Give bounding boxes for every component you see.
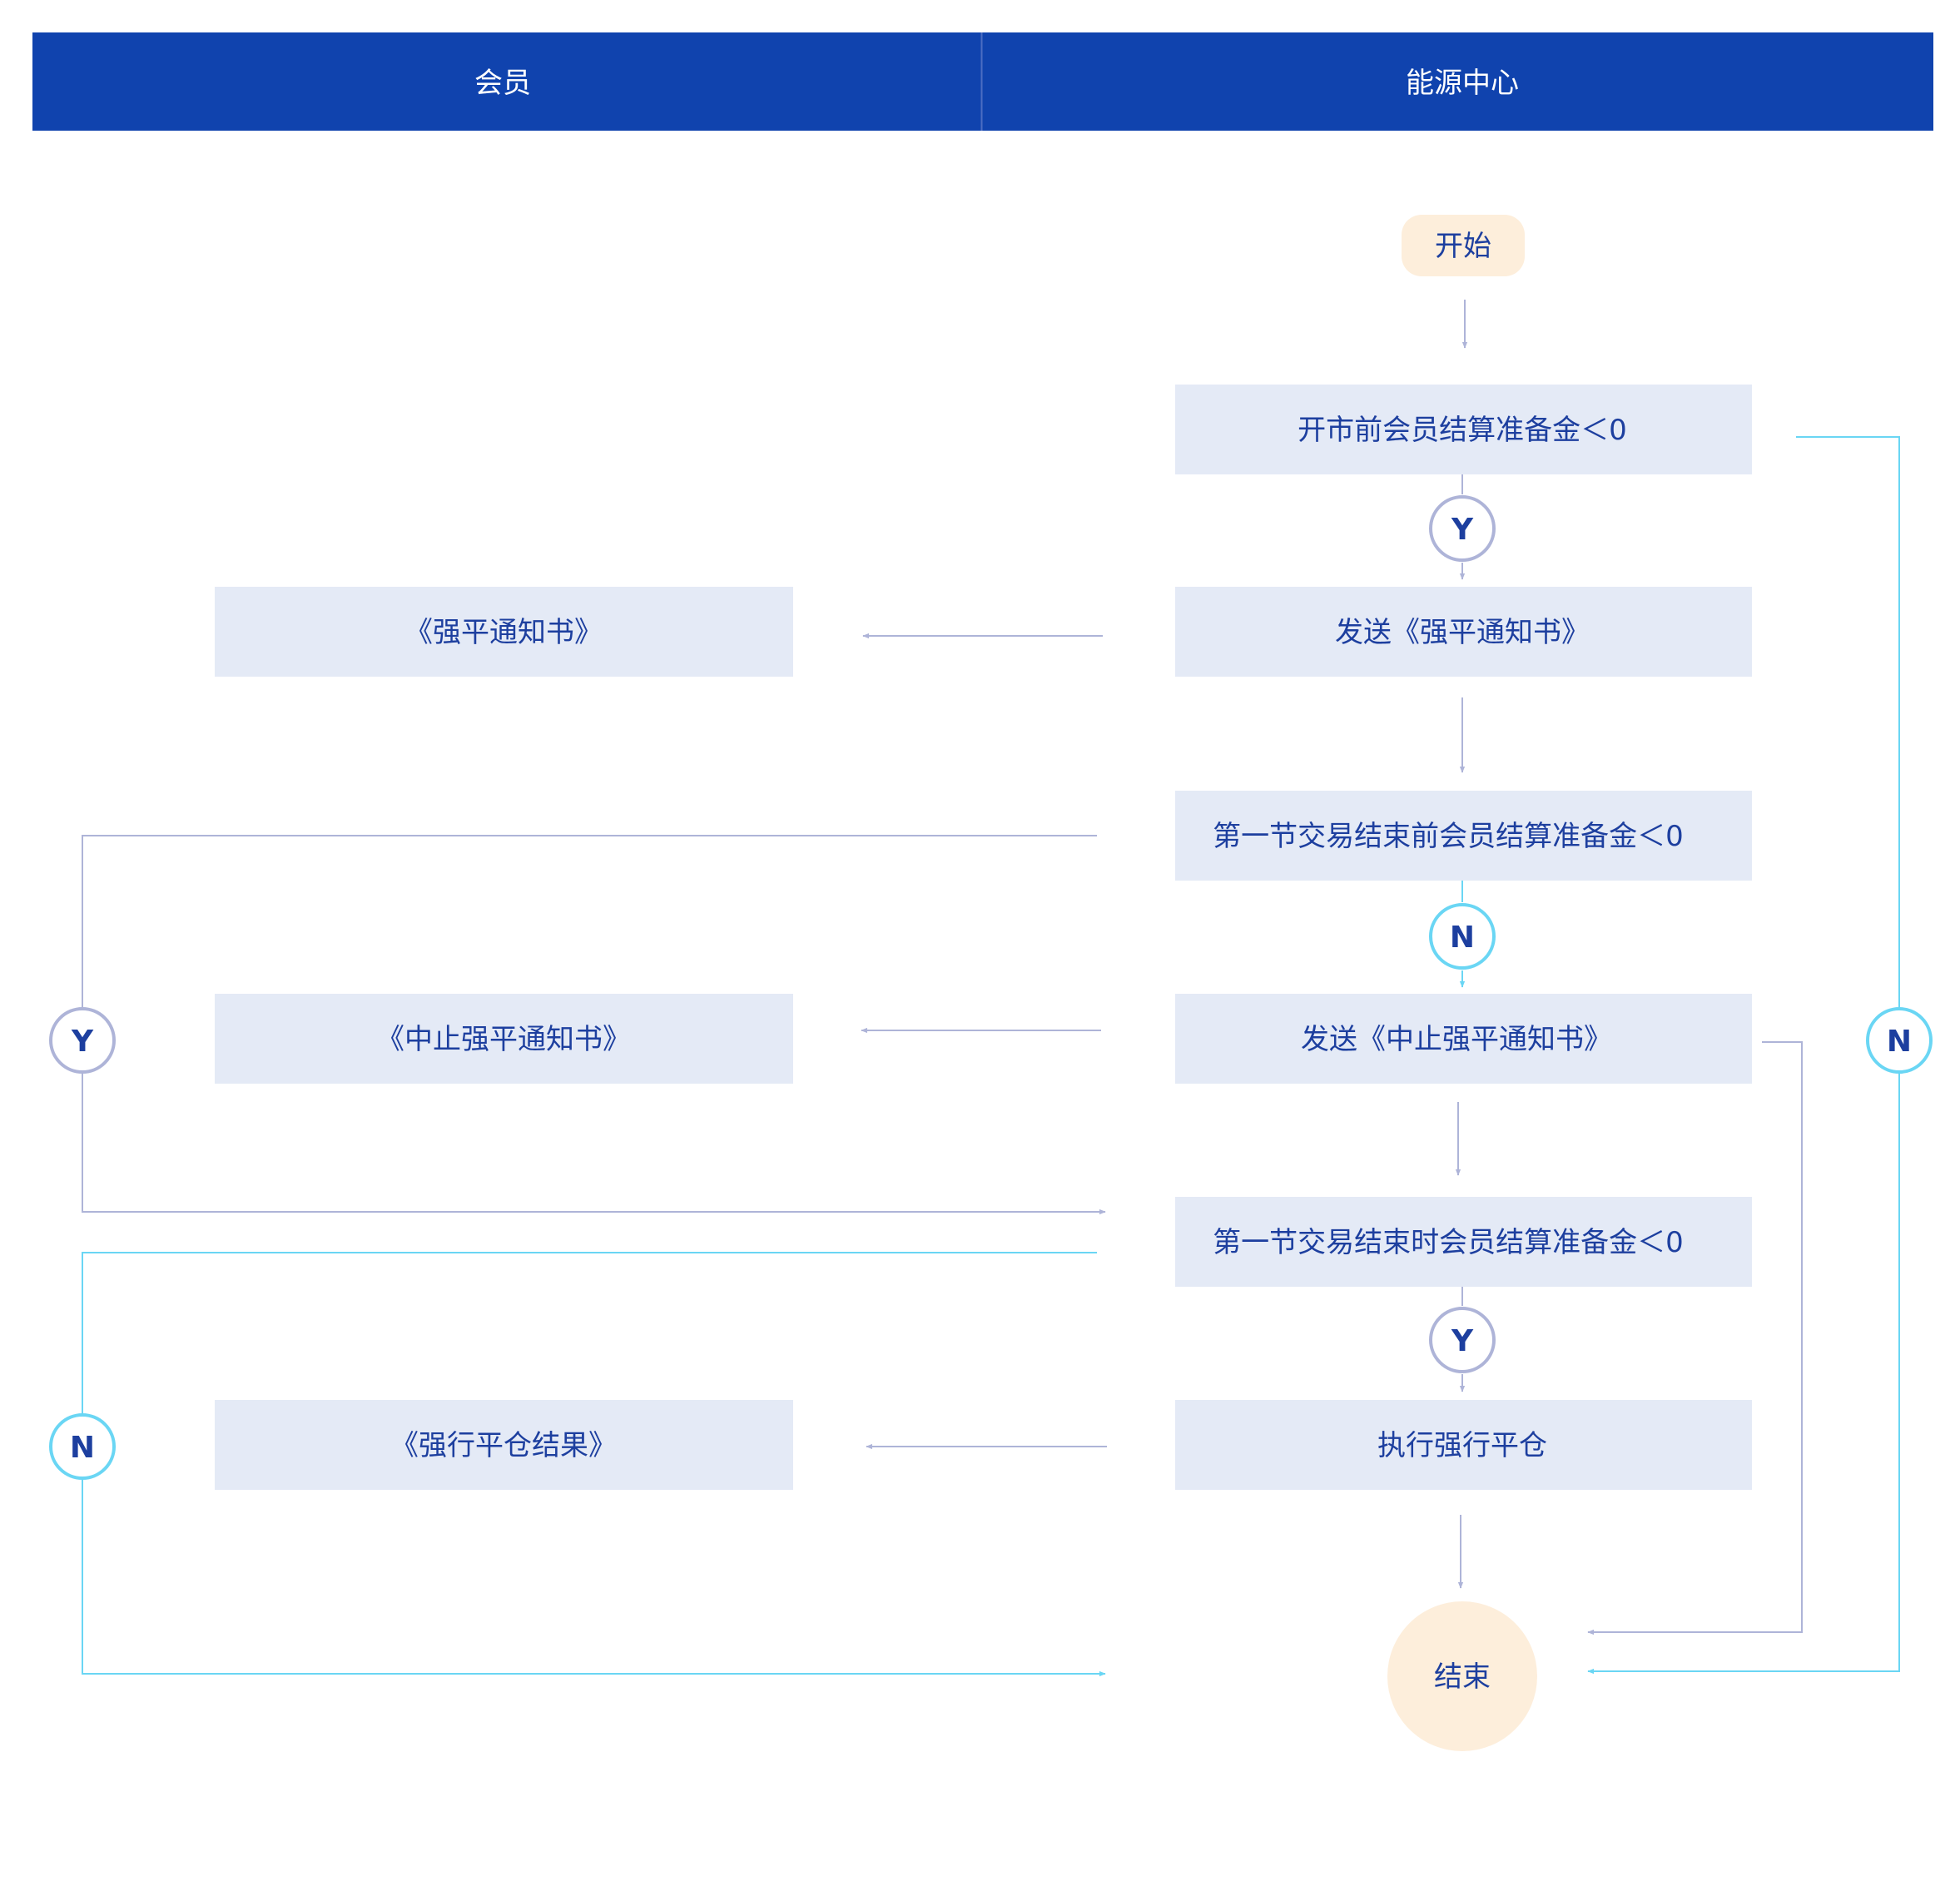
decision-markers: Y N Y Y N N xyxy=(49,495,1933,1480)
check-before-first-end-box xyxy=(1175,791,1752,881)
send-notice-label: 发送《强平通知书》 xyxy=(1335,616,1590,649)
path-send-stop-to-end xyxy=(1587,1041,1803,1635)
decision-yes-check2 xyxy=(49,1007,116,1074)
decision-yes-check3-label: Y xyxy=(1451,1324,1474,1358)
lane-title-energy: 能源中心 xyxy=(1406,67,1519,100)
member-result-box xyxy=(215,1400,793,1490)
decision-yes-check2-label: Y xyxy=(71,1025,94,1059)
member-result-label: 《强行平仓结果》 xyxy=(390,1429,617,1462)
decision-yes-check3 xyxy=(1429,1307,1496,1373)
member-notice-label: 《强平通知书》 xyxy=(404,616,603,649)
start-node: 开始 xyxy=(1402,215,1525,276)
member-stop-notice-box xyxy=(215,994,793,1084)
decision-yes-check1-label: Y xyxy=(1451,513,1474,547)
decision-no-check2-label: N xyxy=(1450,921,1475,955)
check-at-first-end-box xyxy=(1175,1197,1752,1287)
lane-header: 会员 能源中心 xyxy=(32,32,1933,131)
check-at-first-end-label: 第一节交易结束时会员结算准备金＜0 xyxy=(1213,1226,1684,1259)
lane-header-energy-bg xyxy=(982,32,1933,131)
send-stop-notice-box xyxy=(1175,994,1752,1084)
send-notice-box xyxy=(1175,587,1752,677)
end-node-shape xyxy=(1387,1601,1537,1751)
start-node-label: 开始 xyxy=(1435,230,1491,263)
execute-liquidation-box xyxy=(1175,1400,1752,1490)
execute-liquidation-label: 执行强行平仓 xyxy=(1377,1429,1547,1462)
check-before-open-box xyxy=(1175,385,1752,474)
send-stop-notice-label: 发送《中止强平通知书》 xyxy=(1301,1023,1612,1056)
energy-center-steps: 开市前会员结算准备金＜0 发送《强平通知书》 第一节交易结束前会员结算准备金＜0… xyxy=(1175,385,1752,1490)
decision-no-check3 xyxy=(49,1413,116,1480)
decision-no-check1-label: N xyxy=(1887,1025,1912,1059)
decision-yes-check1 xyxy=(1429,495,1496,562)
lane-title-member: 会员 xyxy=(474,67,531,100)
member-documents: 《强平通知书》 《中止强平通知书》 《强行平仓结果》 xyxy=(215,587,793,1490)
start-node-shape xyxy=(1402,215,1525,276)
member-stop-notice-label: 《中止强平通知书》 xyxy=(376,1023,631,1056)
decision-no-check1 xyxy=(1866,1007,1933,1074)
end-node-label: 结束 xyxy=(1434,1660,1491,1694)
decision-no-check2 xyxy=(1429,903,1496,970)
decision-no-check3-label: N xyxy=(70,1431,95,1465)
member-notice-box xyxy=(215,587,793,677)
check-before-first-end-label: 第一节交易结束前会员结算准备金＜0 xyxy=(1213,820,1684,853)
lane-header-member-bg xyxy=(32,32,981,131)
check-before-open-label: 开市前会员结算准备金＜0 xyxy=(1298,414,1627,447)
end-node: 结束 xyxy=(1387,1601,1537,1751)
